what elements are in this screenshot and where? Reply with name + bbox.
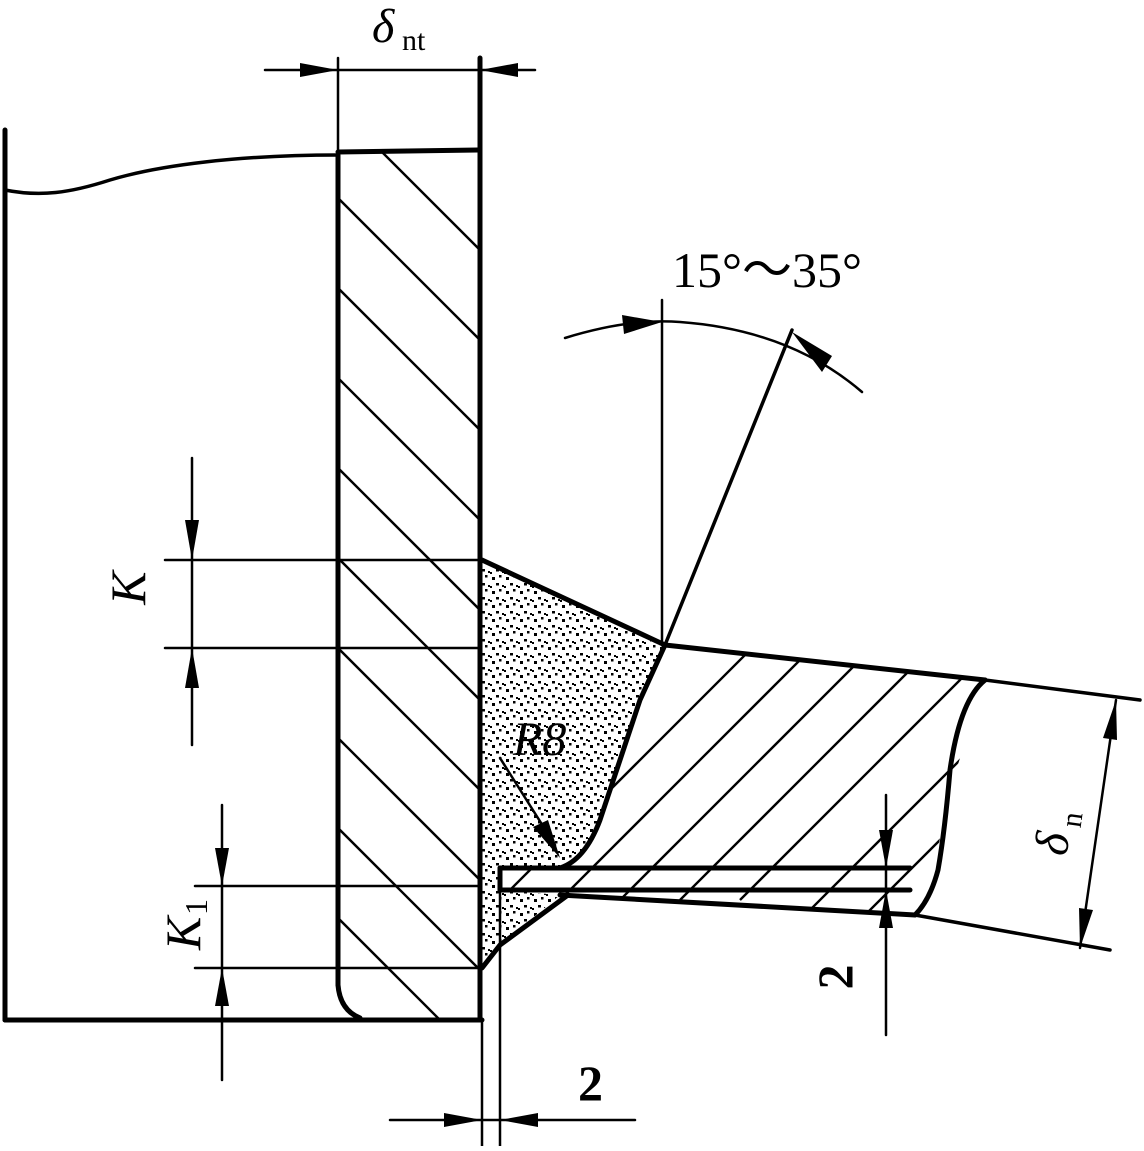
label-delta-n-subscript: n bbox=[1055, 810, 1090, 829]
dimension-K bbox=[163, 456, 482, 747]
dimension-gap-right bbox=[879, 793, 893, 1037]
label-delta-nt-subscript: nt bbox=[402, 24, 426, 57]
vessel-wall-outline bbox=[2, 127, 485, 1023]
label-K: K bbox=[100, 569, 156, 606]
label-delta-n: δ bbox=[1025, 828, 1081, 858]
label-delta-nt: δ bbox=[372, 0, 395, 53]
dimension-gap-bottom bbox=[388, 868, 637, 1148]
label-R8: R8 bbox=[512, 713, 566, 766]
nozzle-hatching bbox=[338, 150, 478, 1020]
dimension-K1 bbox=[193, 803, 482, 1082]
dimension-delta-n bbox=[1078, 698, 1118, 950]
dimension-angle bbox=[563, 298, 864, 647]
label-K1: K bbox=[155, 914, 211, 951]
dimension-delta-nt bbox=[263, 63, 537, 77]
label-K1-subscript: 1 bbox=[178, 899, 214, 915]
label-angle: 15°～35° bbox=[672, 242, 862, 298]
radius-R8-leader bbox=[498, 756, 560, 858]
label-delta-n-group: δ n bbox=[1025, 810, 1090, 858]
label-gap-right: 2 bbox=[807, 965, 863, 990]
label-gap-bottom: 2 bbox=[578, 1055, 603, 1111]
nozzle-section bbox=[335, 55, 483, 1023]
label-K1-group: K 1 bbox=[155, 899, 214, 951]
